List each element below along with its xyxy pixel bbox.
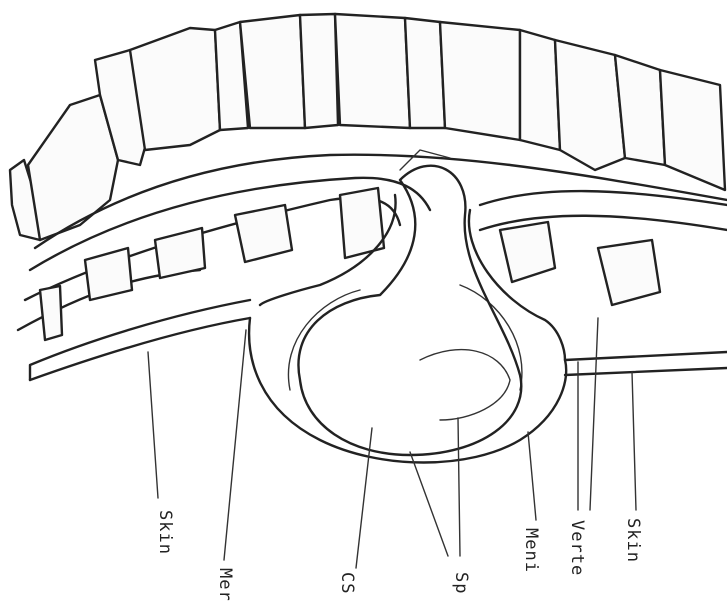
label-meninges-left: Mer (215, 568, 235, 602)
leader-lines (148, 318, 636, 568)
label-spinal-cord: Sp (451, 572, 471, 594)
label-meninges-right: Meni (521, 528, 541, 573)
label-vertebra: Verte (567, 520, 587, 576)
label-csf: CS (337, 572, 357, 594)
skin-surface-right (565, 352, 727, 375)
labels: Skin Mer CS Sp Meni Verte Skin (155, 510, 643, 602)
label-skin-left: Skin (155, 510, 175, 555)
vertebral-arches (40, 188, 660, 340)
skin-surface-left (30, 300, 250, 380)
label-skin-right: Skin (623, 518, 643, 563)
